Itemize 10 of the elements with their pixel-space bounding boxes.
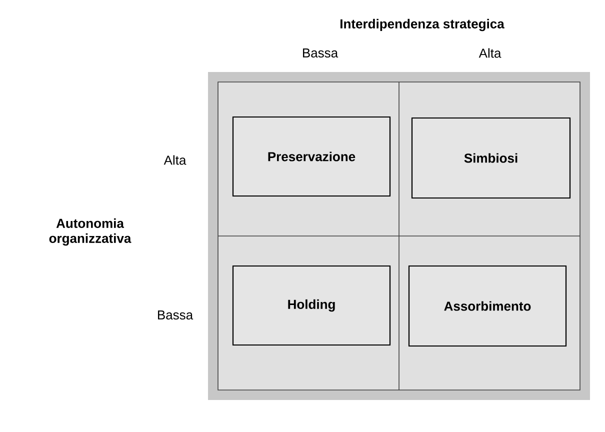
axis-tick-label: Alta [164, 155, 186, 165]
axis-tick-label: Bassa [303, 48, 338, 58]
quadrant-box: Holding [232, 265, 391, 346]
axis-title: Interdipendenza strategica [340, 18, 504, 32]
axis-tick-label: Bassa [158, 310, 194, 320]
quadrant-box: Preservazione [232, 116, 391, 197]
quadrant-box: Assorbimento [408, 265, 567, 347]
axis-title: Autonomia organizzativa [49, 218, 132, 246]
quadrant-box: Simbiosi [411, 117, 571, 199]
axis-tick-label: Alta [478, 48, 502, 58]
